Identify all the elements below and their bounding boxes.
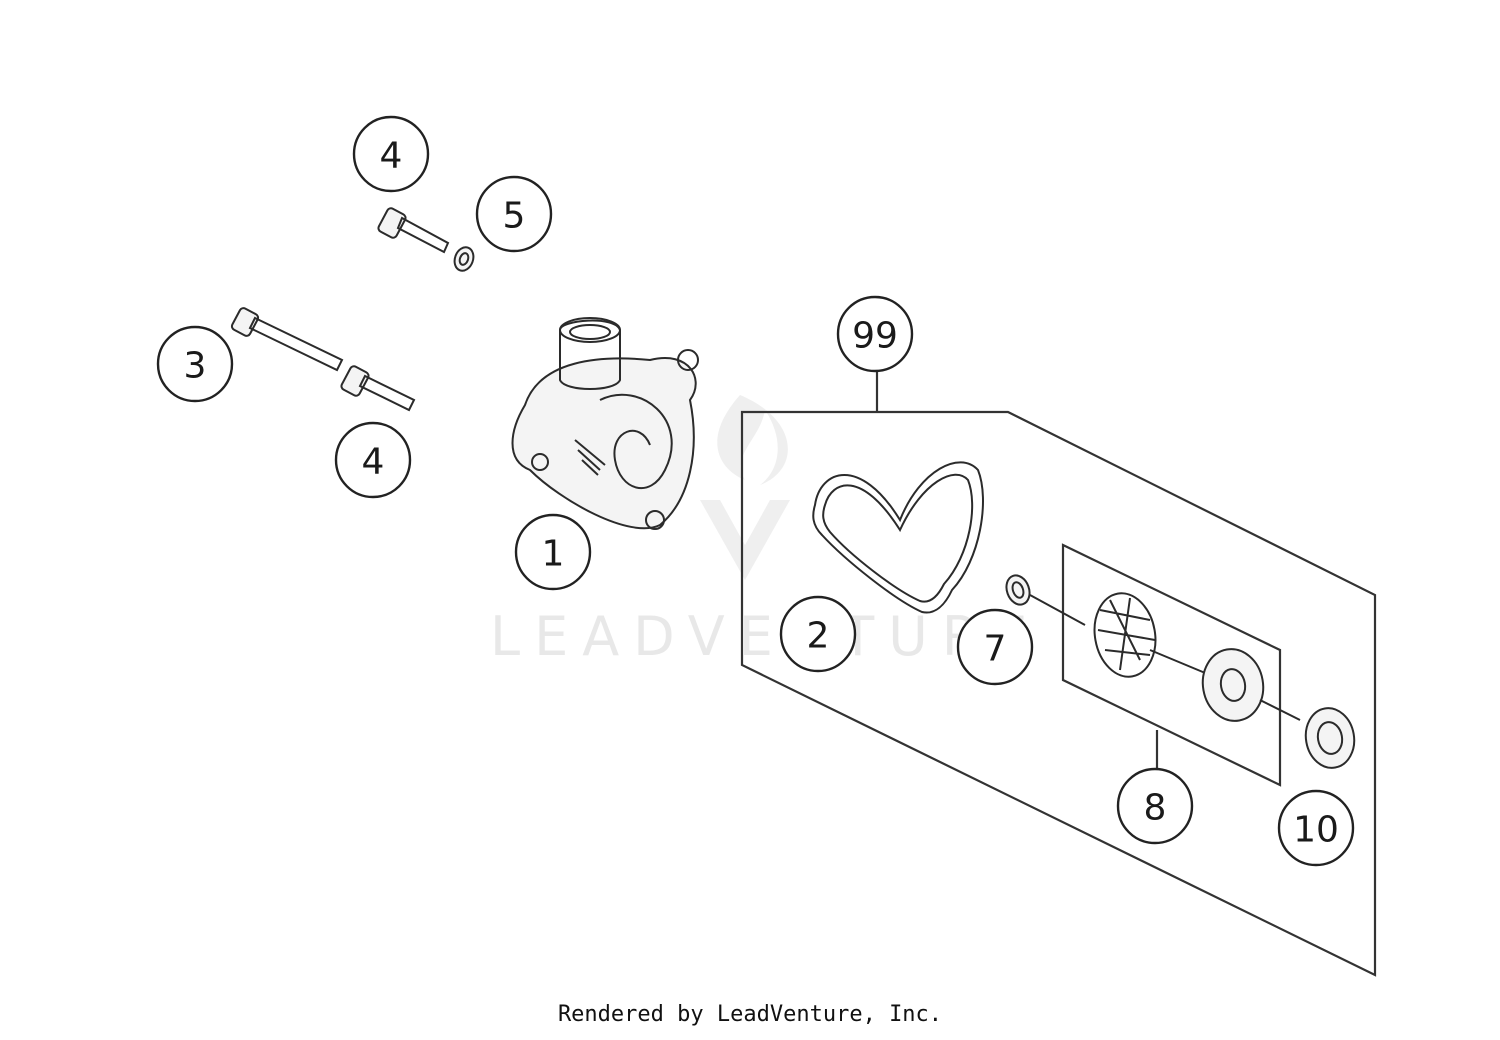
bolt-part-4-lower <box>340 365 416 412</box>
callout-99-label: 99 <box>852 316 898 357</box>
callout-4-lower-label: 4 <box>362 442 385 483</box>
callout-2-label: 2 <box>807 616 830 657</box>
watermark-flame-icon <box>717 395 788 485</box>
callout-4-lower[interactable]: 4 <box>334 421 412 499</box>
watermark-text: LEADVENTURE <box>490 605 1041 668</box>
kit-99-boundary <box>740 372 1377 977</box>
callout-4-upper[interactable]: 4 <box>352 115 430 193</box>
bolt-part-3 <box>230 307 344 372</box>
bolt-part-4-upper <box>377 207 450 254</box>
callout-8[interactable]: 8 <box>1116 767 1194 845</box>
washer-part-5 <box>453 246 475 272</box>
callout-1-label: 1 <box>542 534 565 575</box>
callout-7[interactable]: 7 <box>956 608 1034 686</box>
seal-part-10 <box>1304 707 1356 769</box>
pump-cover-part-1 <box>511 317 699 530</box>
impeller-part-8 <box>1093 592 1301 722</box>
kit-8-boundary <box>1061 543 1282 787</box>
callout-8-label: 8 <box>1144 788 1167 829</box>
callout-3[interactable]: 3 <box>156 325 234 403</box>
gasket-part-2 <box>812 461 984 614</box>
callout-99[interactable]: 99 <box>836 295 914 373</box>
bushing-part-7 <box>1005 574 1086 626</box>
callout-3-label: 3 <box>184 346 207 387</box>
watermark-v-icon <box>700 500 790 580</box>
callout-10[interactable]: 10 <box>1277 789 1355 867</box>
callout-5-label: 5 <box>503 196 526 237</box>
watermark: LEADVENTURE <box>490 395 1041 668</box>
callout-5[interactable]: 5 <box>475 175 553 253</box>
callout-2[interactable]: 2 <box>779 595 857 673</box>
footer-credit: Rendered by LeadVenture, Inc. <box>557 1002 943 1027</box>
callout-7-label: 7 <box>984 629 1007 670</box>
callout-1[interactable]: 1 <box>514 513 592 591</box>
callout-4-upper-label: 4 <box>380 136 403 177</box>
callout-10-label: 10 <box>1293 810 1339 851</box>
